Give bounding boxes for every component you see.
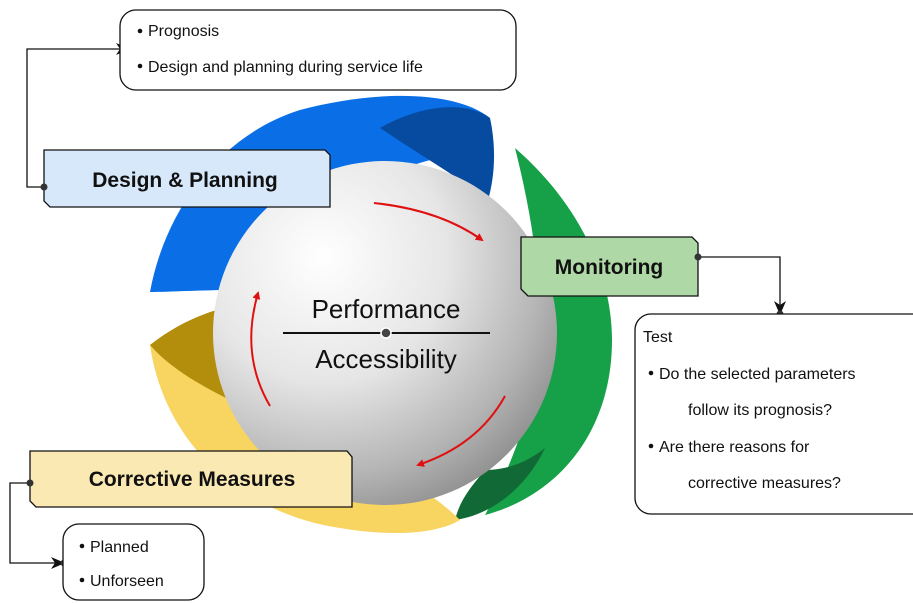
monitoring-connector: [698, 256, 786, 315]
center-label-bottom: Accessibility: [315, 344, 457, 374]
cycle-arrows: [250, 202, 506, 467]
connector-dot: [694, 253, 702, 261]
center-label-top: Performance: [312, 294, 461, 324]
monitoring-title: Monitoring: [555, 256, 663, 279]
monitoring-bullets-box: Test Do the selected parameters follow i…: [634, 313, 913, 515]
monitoring-bullet-line: Do the selected parameters: [659, 366, 856, 383]
design-planning-label-box: Design & Planning: [43, 149, 331, 208]
center-divider-dot: [380, 327, 392, 339]
bullet-dot: [137, 63, 143, 69]
connector-dot: [26, 479, 34, 487]
monitoring-bullet-line: Are there reasons for: [659, 439, 810, 456]
design-bullet-item: Prognosis: [148, 23, 219, 40]
bullet-dot: [79, 577, 85, 583]
corrective-bullet-item: Unforseen: [90, 573, 164, 590]
corrective-bullets-box: Planned Unforseen: [62, 523, 205, 601]
corrective-title: Corrective Measures: [89, 468, 296, 491]
bullet-dot: [648, 443, 654, 449]
bullet-dot: [137, 28, 143, 34]
corrective-bullet-item: Planned: [90, 539, 149, 556]
monitoring-bullet-line: follow its prognosis?: [688, 402, 832, 419]
design-connector: [26, 43, 130, 188]
corrective-connector: [9, 482, 65, 569]
corrective-label-box: Corrective Measures: [29, 450, 353, 508]
cycle-arrow-left: [250, 291, 271, 407]
monitoring-heading: Test: [643, 329, 673, 346]
cycle-arrow-right: [416, 395, 506, 467]
connector-dot: [40, 183, 48, 191]
bullet-dot: [79, 543, 85, 549]
bullet-dot: [648, 370, 654, 376]
design-bullets-box: Prognosis Design and planning during ser…: [119, 9, 517, 91]
design-planning-title: Design & Planning: [92, 169, 278, 192]
design-bullet-item: Design and planning during service life: [148, 59, 423, 76]
monitoring-bullet-line: corrective measures?: [688, 475, 841, 492]
cycle-arrow-top: [373, 202, 484, 242]
monitoring-label-box: Monitoring: [520, 236, 699, 297]
